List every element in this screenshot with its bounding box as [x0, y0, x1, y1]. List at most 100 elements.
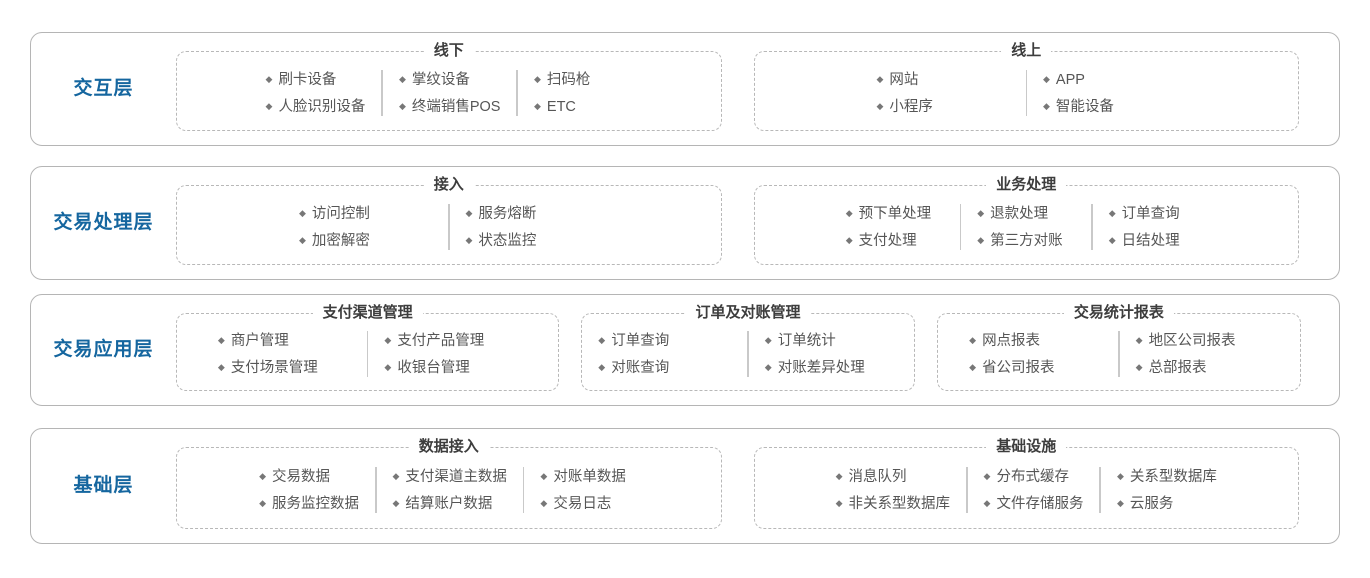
list-item[interactable]: ◆分布式缓存	[984, 468, 1084, 486]
list-item[interactable]: ◆日结处理	[1109, 232, 1207, 250]
list-item[interactable]: ◆访问控制	[299, 205, 432, 223]
list-item-label: 订单统计	[777, 332, 836, 349]
list-item-label: 刷卡设备	[278, 71, 337, 88]
group-title: 基础设施	[986, 437, 1067, 457]
list-item[interactable]: ◆对账查询	[598, 359, 731, 377]
list-item-label: APP	[1055, 71, 1085, 88]
list-item[interactable]: ◆ 网点报表	[969, 332, 1102, 350]
list-item[interactable]: ◆刷卡设备	[266, 71, 366, 89]
diamond-bullet-icon: ◆	[217, 334, 225, 345]
list-item-label: 省公司报表	[982, 359, 1055, 376]
list-item[interactable]: ◆地区公司报表	[1136, 332, 1269, 350]
diamond-bullet-icon: ◆	[540, 497, 548, 508]
group-column: ◆交易数据 ◆ 服务监控数据	[243, 468, 375, 513]
list-item[interactable]: ◆订单查询	[598, 332, 731, 350]
list-item-label: 预下单处理	[858, 205, 932, 222]
list-item[interactable]: ◆小程序	[877, 98, 1010, 116]
list-item[interactable]: ◆扫码枪	[534, 71, 632, 89]
list-item[interactable]: ◆文件存储服务	[984, 495, 1084, 513]
diamond-bullet-icon: ◆	[983, 497, 991, 508]
diamond-bullet-icon: ◆	[217, 361, 225, 372]
group-column: ◆ 支付产品管理 ◆收银台管理	[368, 332, 533, 377]
list-item[interactable]: ◆ETC	[534, 98, 632, 116]
list-item[interactable]: ◆终端销售POS	[399, 98, 501, 116]
group-title: 线下	[423, 41, 474, 61]
group-columns: ◆商户管理◆支付场景管理◆支付产品管理◆收银台管理	[177, 325, 558, 379]
list-item[interactable]: ◆订单查询	[1109, 205, 1207, 223]
group-column: ◆订单统计 ◆对账差异处理	[749, 332, 914, 377]
list-item[interactable]: ◆第三方对账	[977, 232, 1075, 250]
list-item[interactable]: ◆非关系型数据库	[836, 495, 950, 513]
list-item[interactable]: ◆对账差异处理	[765, 359, 898, 377]
list-item[interactable]: ◆收银台管理	[384, 359, 517, 377]
list-item-label: 网点报表	[982, 332, 1041, 349]
diamond-bullet-icon: ◆	[265, 100, 273, 111]
list-item-label: 关系型数据库	[1129, 468, 1217, 485]
list-item-label: 消息队列	[848, 468, 907, 485]
layer-groups: 数据接入◆交易数据◆服务监控数据◆支付渠道主数据◆结算账户数据◆对账单数据◆交易…	[176, 429, 1339, 543]
list-item[interactable]: ◆省公司报表	[969, 359, 1102, 377]
column-divider	[381, 70, 383, 116]
group-box: 业务处理◆预下单处理◆支付处理◆退款处理◆第三方对账◆订单查询◆日结处理	[753, 175, 1299, 265]
diamond-bullet-icon: ◆	[983, 470, 991, 481]
diamond-bullet-icon: ◆	[876, 100, 884, 111]
group-column: ◆网站 ◆小程序	[861, 71, 1026, 116]
group-box: 接入 ◆访问控制 ◆加密解密 ◆服务熔断 ◆状态监控	[176, 175, 722, 265]
list-item[interactable]: ◆预下单处理	[846, 205, 944, 223]
diamond-bullet-icon: ◆	[259, 497, 266, 508]
layer-label: 交易应用层	[53, 338, 154, 360]
list-item[interactable]: ◆ 支付场景管理	[218, 359, 351, 377]
diamond-bullet-icon: ◆	[969, 334, 977, 345]
list-item[interactable]: ◆ 服务监控数据	[259, 495, 359, 513]
list-item[interactable]: ◆对账单数据	[540, 468, 638, 486]
group-box: 订单及对账管理◆订单查询◆对账查询◆订单统计◆对账差异处理	[581, 303, 915, 391]
list-item-label: 地区公司报表	[1148, 332, 1236, 349]
group-columns: ◆刷卡设备◆人脸识别设备◆掌纹设备◆终端销售POS◆扫码枪◆ETC	[177, 64, 721, 118]
group-columns: ◆网站◆小程序◆APP◆智能设备	[755, 64, 1299, 118]
diamond-bullet-icon: ◆	[392, 497, 400, 508]
list-item[interactable]: ◆ 支付产品管理	[384, 332, 517, 350]
list-item[interactable]: ◆总部报表	[1136, 359, 1269, 377]
list-item[interactable]: ◆ 交易日志	[540, 495, 638, 513]
list-item[interactable]: ◆退款处理	[977, 205, 1075, 223]
group-columns: ◆交易数据◆服务监控数据◆支付渠道主数据◆结算账户数据◆对账单数据◆交易日志	[177, 461, 721, 515]
list-item-label: 支付场景管理	[230, 359, 318, 376]
list-item-label: 对账差异处理	[777, 359, 865, 376]
list-item[interactable]: ◆网站	[877, 71, 1010, 89]
list-item-label: 交易日志	[553, 495, 612, 512]
list-item-label: 退款处理	[990, 205, 1049, 222]
list-item[interactable]: ◆结算账户数据	[393, 495, 507, 513]
list-item[interactable]: ◆商户管理	[218, 332, 351, 350]
list-item[interactable]: ◆消息队列	[836, 468, 950, 486]
list-item[interactable]: ◆交易数据	[259, 468, 359, 486]
list-item[interactable]: ◆云服务	[1117, 495, 1217, 513]
diamond-bullet-icon: ◆	[384, 361, 392, 372]
group-title: 接入	[423, 175, 474, 195]
group-title: 线上	[1001, 41, 1052, 61]
list-item-label: 支付渠道主数据	[405, 468, 507, 485]
group-column: ◆关系型数据库 ◆云服务	[1101, 468, 1233, 513]
diamond-bullet-icon: ◆	[384, 334, 392, 345]
list-item[interactable]: ◆支付处理	[846, 232, 944, 250]
layer-groups: 支付渠道管理◆商户管理◆支付场景管理◆支付产品管理◆收银台管理订单及对账管理◆订…	[176, 295, 1339, 405]
list-item-label: 访问控制	[311, 205, 370, 222]
column-divider	[516, 70, 518, 116]
list-item[interactable]: ◆订单统计	[765, 332, 898, 350]
list-item[interactable]: ◆支付渠道主数据	[393, 468, 507, 486]
group-column: ◆ 网点报表 ◆省公司报表	[953, 332, 1118, 377]
list-item-label: 服务监控数据	[272, 495, 359, 512]
group-columns: ◆访问控制 ◆加密解密 ◆服务熔断 ◆状态监控	[177, 198, 721, 252]
list-item[interactable]: ◆智能设备	[1043, 98, 1176, 116]
list-item[interactable]: ◆加密解密	[299, 232, 432, 250]
list-item[interactable]: ◆掌纹设备	[399, 71, 501, 89]
list-item[interactable]: ◆状态监控	[466, 232, 599, 250]
list-item-label: 支付产品管理	[397, 332, 485, 349]
list-item[interactable]: ◆服务熔断	[466, 205, 599, 223]
column-divider	[366, 331, 369, 377]
list-item[interactable]: ◆关系型数据库	[1117, 468, 1217, 486]
group-column: ◆商户管理◆支付场景管理	[202, 332, 367, 377]
list-item[interactable]: ◆APP	[1043, 71, 1176, 89]
diamond-bullet-icon: ◆	[540, 470, 548, 481]
list-item[interactable]: ◆人脸识别设备	[266, 98, 366, 116]
